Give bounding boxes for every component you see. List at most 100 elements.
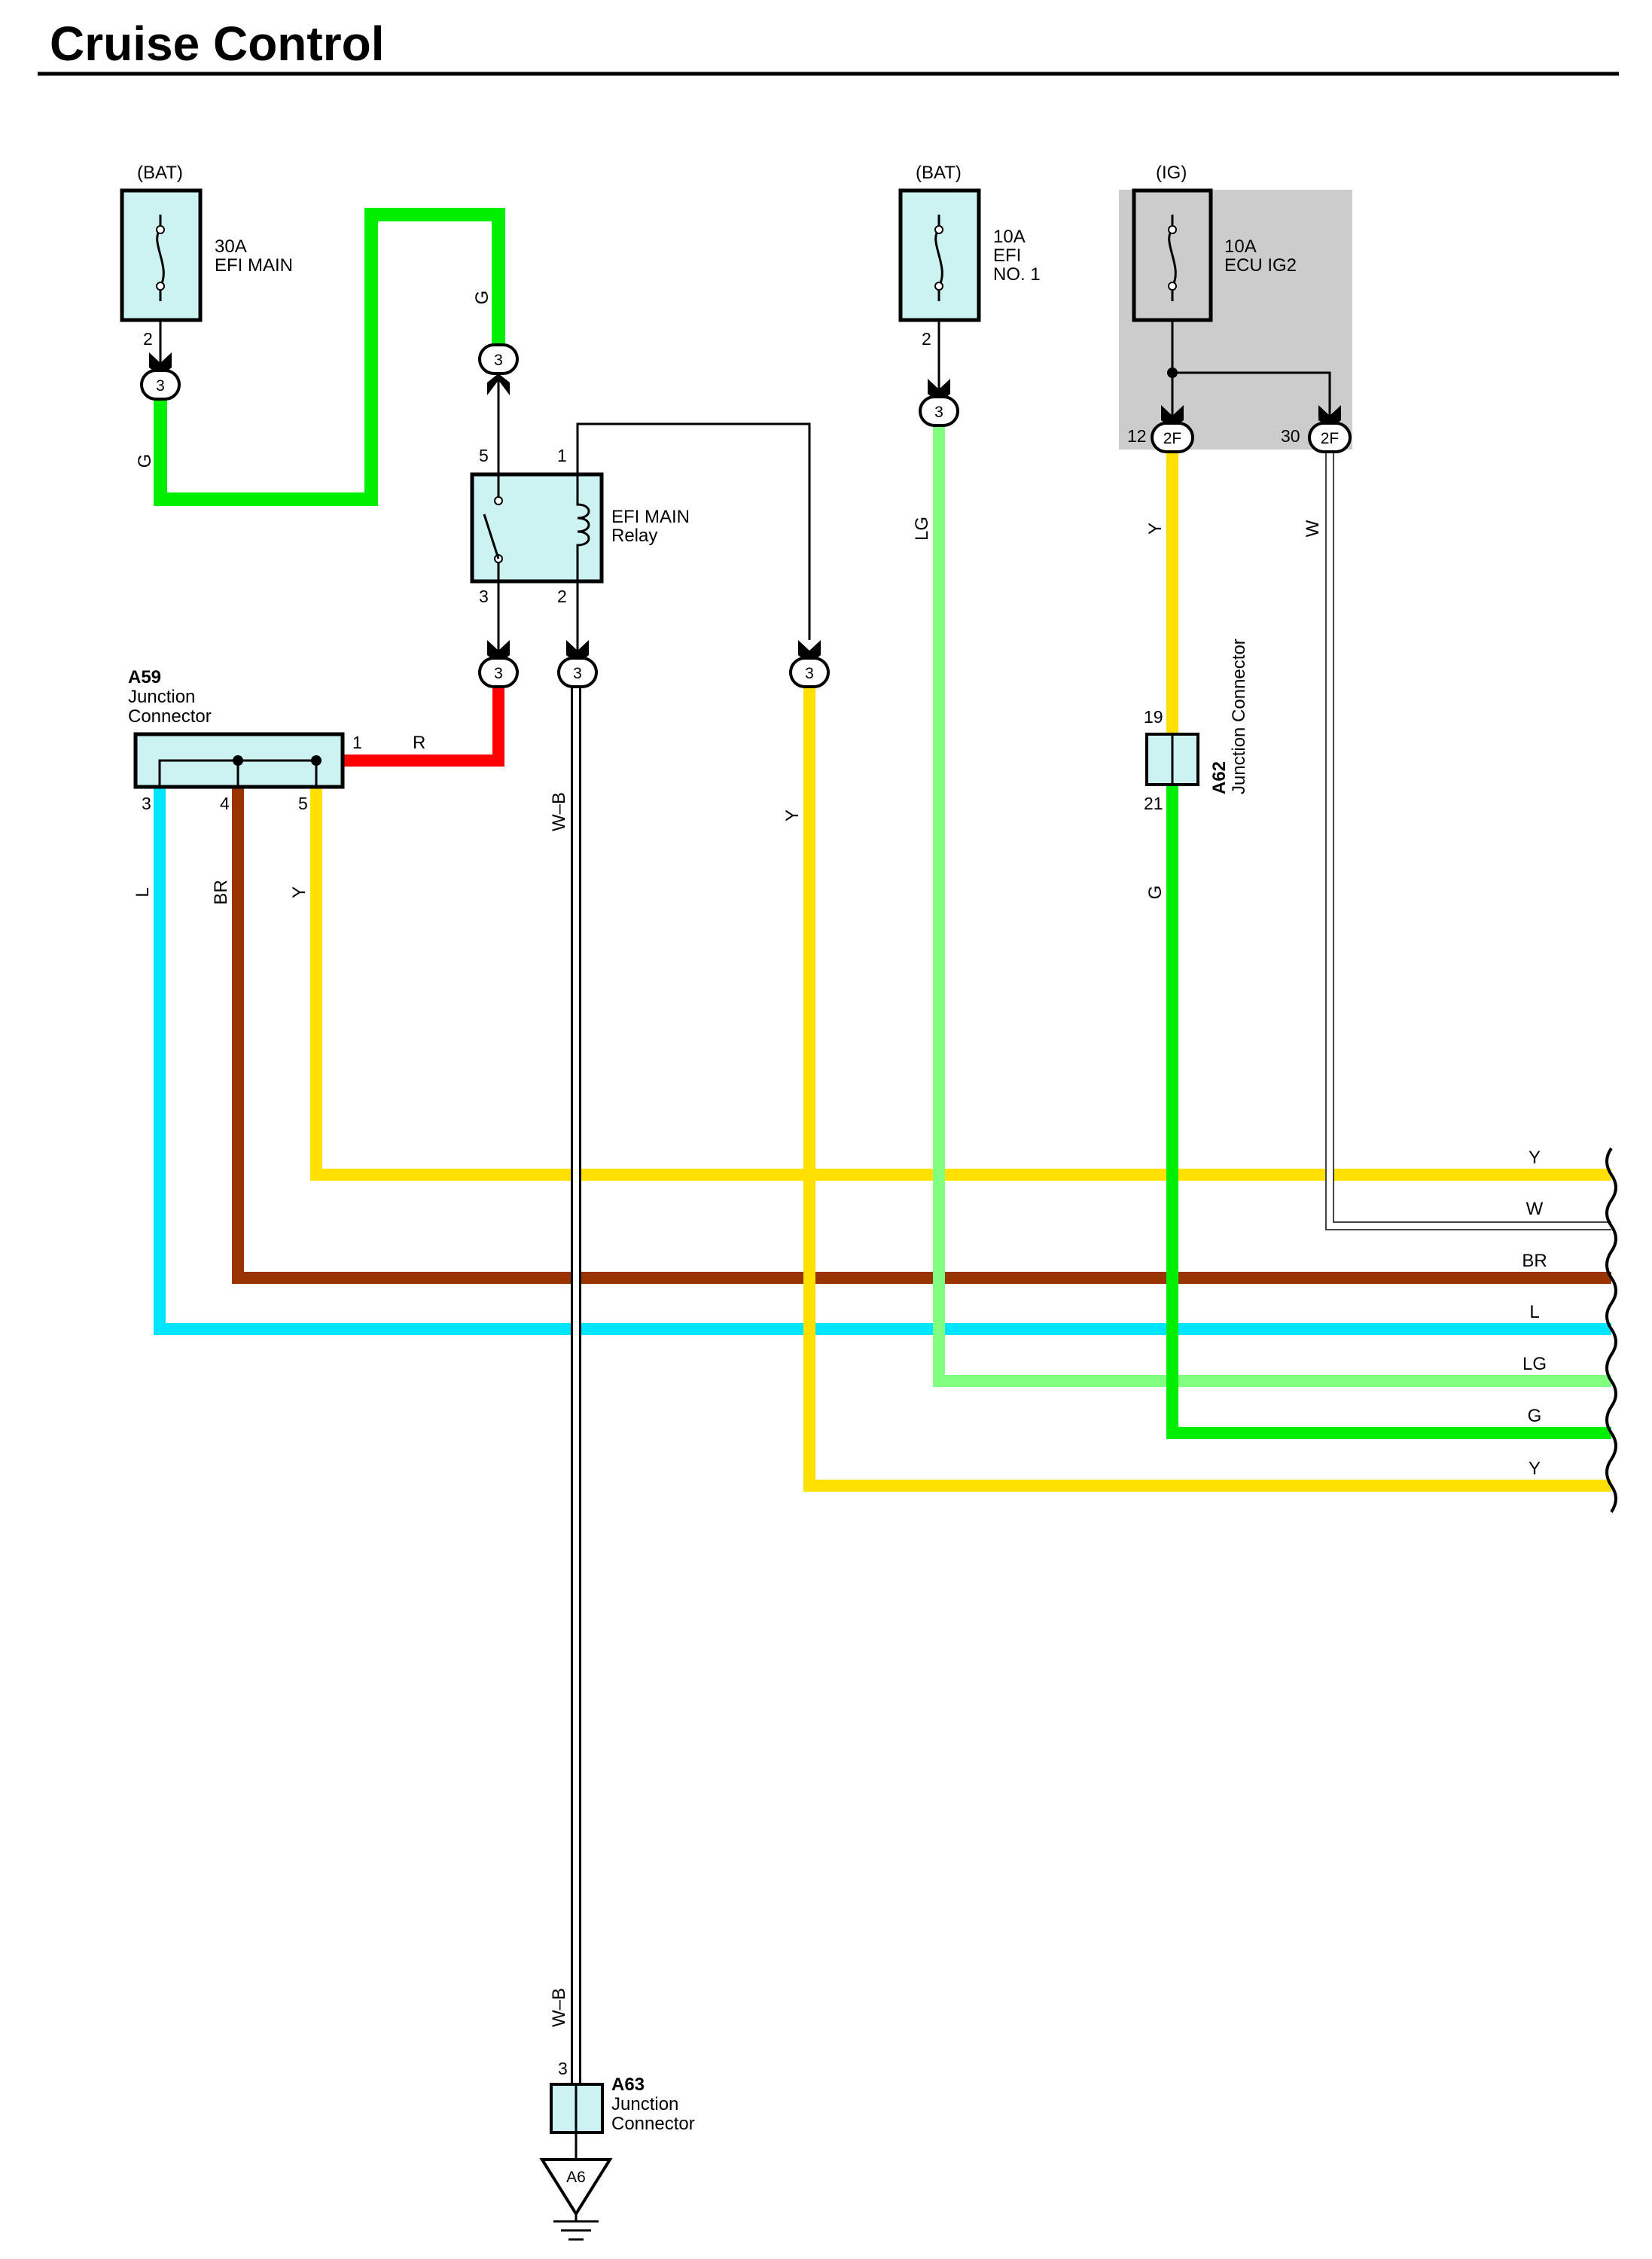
wire-label: Y — [782, 809, 803, 822]
relay-name-line1: EFI MAIN — [611, 507, 690, 527]
connector-pin: 1 — [352, 733, 362, 752]
ig-splice-dot — [1167, 367, 1178, 378]
ground-label: A6 — [566, 2169, 586, 2186]
wire-label: W–B — [549, 1988, 569, 2027]
fuse-source: (BAT) — [916, 163, 962, 183]
wire-label: G — [1145, 886, 1166, 900]
wire-label: R — [413, 733, 425, 753]
connector-pin: 5 — [298, 794, 308, 813]
fuse-rating: 10A — [1224, 236, 1257, 257]
wire-y-a59 — [310, 787, 1611, 1181]
relay-pin: 2 — [557, 587, 567, 606]
fuse-ecu-ig2: (IG) 10A ECU IG2 — [1132, 163, 1297, 322]
inline-connector: 3 — [140, 352, 181, 401]
connector-name-line1: Junction — [611, 2094, 678, 2114]
svg-text:3: 3 — [494, 665, 503, 682]
wire-label: LG — [912, 517, 932, 541]
ground-icon: A6 — [539, 2158, 613, 2241]
wire-g-fuse1-relay — [154, 208, 505, 506]
wire-label: BR — [211, 880, 231, 904]
connector-pin: 3 — [558, 2059, 568, 2078]
a63-junction-connector: 3 A63 Junction Connector — [550, 2059, 695, 2134]
relay-switch-icon — [483, 514, 500, 559]
svg-text:3: 3 — [573, 665, 582, 682]
inline-connectors: 3 3 3 3 3 3 2F — [140, 343, 1352, 688]
wire-label: W–B — [549, 792, 569, 831]
svg-text:3: 3 — [934, 404, 943, 421]
output-label: L — [1529, 1302, 1539, 1322]
wire-label: Y — [1145, 523, 1166, 535]
output-label: LG — [1522, 1354, 1547, 1374]
fuse-efi-no1: (BAT) 10A EFI NO. 1 2 — [898, 163, 1041, 349]
svg-text:2F: 2F — [1163, 430, 1182, 447]
ig-pin: 30 — [1281, 426, 1300, 446]
output-label: G — [1528, 1406, 1542, 1426]
wire-label: G — [135, 454, 155, 468]
wire-l-a59 — [154, 787, 1611, 1335]
connector-id: A59 — [128, 667, 161, 687]
inline-connector: 3 — [478, 343, 519, 395]
svg-text:3: 3 — [156, 377, 165, 395]
relay-pin: 3 — [479, 587, 489, 606]
fuse-name-line1: EFI — [993, 245, 1021, 266]
inline-connector: 3 — [557, 640, 598, 688]
page-title: Cruise Control — [50, 17, 384, 71]
svg-text:3: 3 — [805, 665, 814, 682]
fuse-rating: 10A — [993, 227, 1026, 247]
wire-break-icon — [1605, 1147, 1617, 1514]
ig-connector: 2F — [1151, 405, 1194, 453]
connector-id: A63 — [611, 2075, 645, 2095]
fuse-efi-main: (BAT) 30A EFI MAIN 2 — [120, 163, 293, 349]
ig-connector: 2F — [1308, 405, 1352, 453]
a62-junction-connector: 19 21 A62 Junction Connector — [1144, 639, 1249, 813]
fuse-source: (IG) — [1156, 163, 1187, 183]
efi-main-relay: 5 1 3 2 EFI MAIN Relay — [470, 446, 690, 606]
ig-pin: 12 — [1127, 426, 1147, 446]
inline-connector: 3 — [478, 640, 519, 688]
output-label: Y — [1529, 1148, 1541, 1168]
connector-pin: 21 — [1144, 794, 1163, 813]
svg-text:2F: 2F — [1321, 430, 1340, 447]
wire-r-relay-a59 — [343, 681, 504, 767]
fuse-pin: 2 — [922, 329, 931, 349]
connector-name-line1: Junction — [128, 687, 195, 707]
fuse-pin: 2 — [143, 329, 153, 349]
fuse-rating: 30A — [215, 236, 247, 257]
connector-id: A62 — [1209, 761, 1230, 794]
output-label: BR — [1522, 1251, 1547, 1271]
wire-label: G — [472, 291, 492, 305]
wire-g-a62-out — [1166, 785, 1611, 1439]
fuse-name-line2: NO. 1 — [993, 264, 1041, 285]
fuse-source: (BAT) — [137, 163, 183, 183]
wire-label: Y — [289, 886, 309, 898]
fuse-name: EFI MAIN — [215, 255, 293, 276]
a59-junction-connector: A59 Junction Connector 1 3 4 5 — [128, 667, 362, 813]
inline-connector: 3 — [789, 640, 830, 688]
relay-pin: 5 — [479, 446, 489, 465]
wire-label: L — [133, 887, 153, 897]
relay-pin: 1 — [557, 446, 567, 465]
output-label: W — [1526, 1199, 1544, 1219]
wire-lg-fuse2 — [933, 423, 1611, 1387]
relay-coil-icon — [576, 474, 590, 581]
wire-labels: G G R L BR Y W–B W–B Y LG Y W G — [133, 291, 1323, 2027]
fuse-name: ECU IG2 — [1224, 255, 1297, 276]
connector-pin: 3 — [142, 794, 151, 813]
relay-coil-feed — [576, 422, 811, 640]
connector-name-line2: Connector — [128, 706, 212, 727]
wire-br-a59 — [232, 787, 1611, 1284]
wire-y-relay-branch — [803, 681, 1611, 1492]
connector-name-line2: Connector — [611, 2114, 695, 2134]
connector-pin: 4 — [220, 794, 230, 813]
svg-text:3: 3 — [494, 352, 503, 369]
wire-w-ig — [1325, 449, 1611, 1230]
inline-connector: 3 — [919, 379, 959, 427]
connector-pin: 19 — [1144, 707, 1163, 727]
output-label: Y — [1529, 1459, 1541, 1479]
wires — [154, 208, 1611, 1492]
wire-label: W — [1303, 520, 1323, 537]
relay-name-line2: Relay — [611, 526, 657, 546]
connector-name: Junction Connector — [1229, 639, 1249, 794]
output-wires: Y W BR L LG G Y — [1522, 1147, 1617, 1514]
